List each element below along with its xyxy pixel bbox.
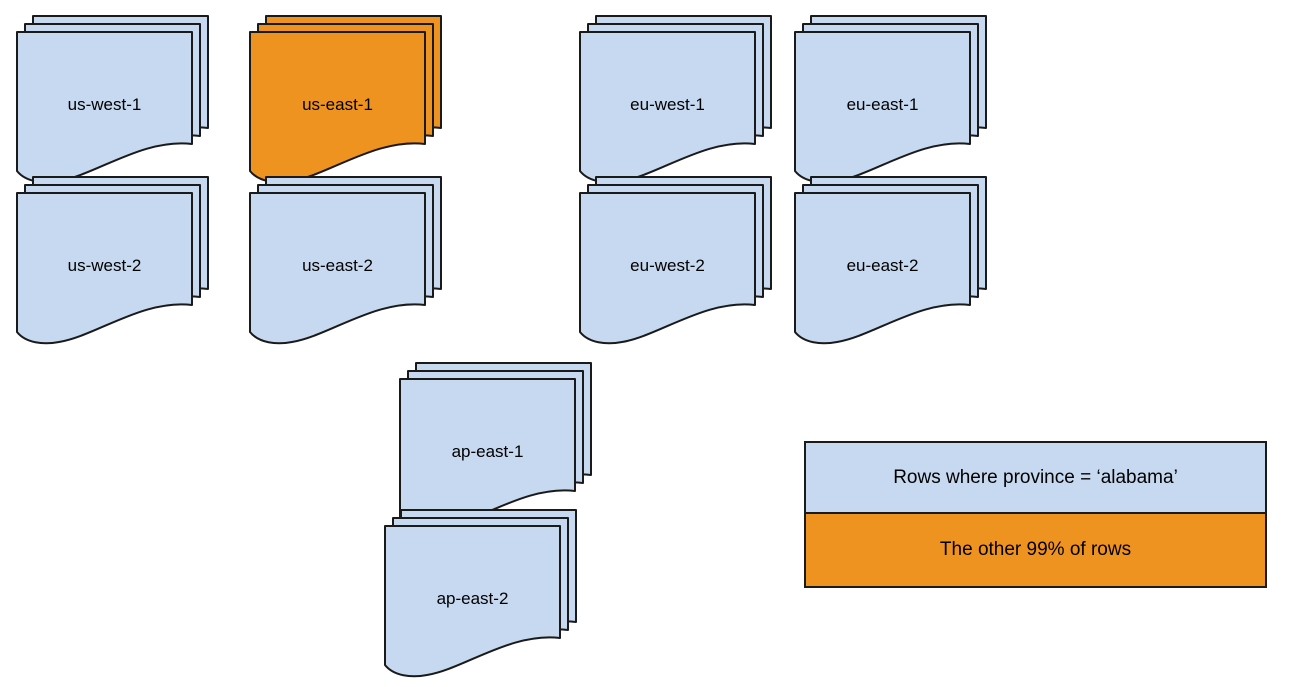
document-sheet [249, 192, 426, 345]
document-stack-shape-eu-east-1 [794, 15, 987, 184]
document-sheet [249, 31, 426, 184]
document-stack-shape-us-east-1 [249, 15, 442, 184]
document-stack-shape-eu-west-1 [579, 15, 772, 184]
document-sheet [579, 31, 756, 184]
document-stack-us-west-1[interactable]: us-west-1 [16, 15, 209, 191]
document-stack-eu-east-1[interactable]: eu-east-1 [794, 15, 987, 191]
document-stack-shape-ap-east-2 [384, 509, 577, 678]
document-sheet [16, 192, 193, 345]
document-stack-shape-eu-east-2 [794, 176, 987, 345]
document-sheet [794, 192, 971, 345]
document-sheet [399, 378, 576, 531]
document-sheet [794, 31, 971, 184]
document-stack-us-east-1[interactable]: us-east-1 [249, 15, 442, 191]
document-stack-eu-west-2[interactable]: eu-west-2 [579, 176, 772, 352]
legend-row-orange: The other 99% of rows [806, 514, 1265, 586]
document-stack-shape-ap-east-1 [399, 362, 592, 531]
legend-row-blue: Rows where province = ‘alabama’ [806, 443, 1265, 514]
document-stack-shape-us-west-1 [16, 15, 209, 184]
document-stack-shape-us-west-2 [16, 176, 209, 345]
document-sheet [384, 525, 561, 678]
document-stack-eu-east-2[interactable]: eu-east-2 [794, 176, 987, 352]
document-stack-shape-eu-west-2 [579, 176, 772, 345]
document-stack-eu-west-1[interactable]: eu-west-1 [579, 15, 772, 191]
legend: Rows where province = ‘alabama’The other… [804, 441, 1267, 588]
document-stack-ap-east-2[interactable]: ap-east-2 [384, 509, 577, 685]
document-sheet [16, 31, 193, 184]
document-sheet [579, 192, 756, 345]
document-stack-us-east-2[interactable]: us-east-2 [249, 176, 442, 352]
document-stack-us-west-2[interactable]: us-west-2 [16, 176, 209, 352]
document-stack-ap-east-1[interactable]: ap-east-1 [399, 362, 592, 538]
document-stack-shape-us-east-2 [249, 176, 442, 345]
